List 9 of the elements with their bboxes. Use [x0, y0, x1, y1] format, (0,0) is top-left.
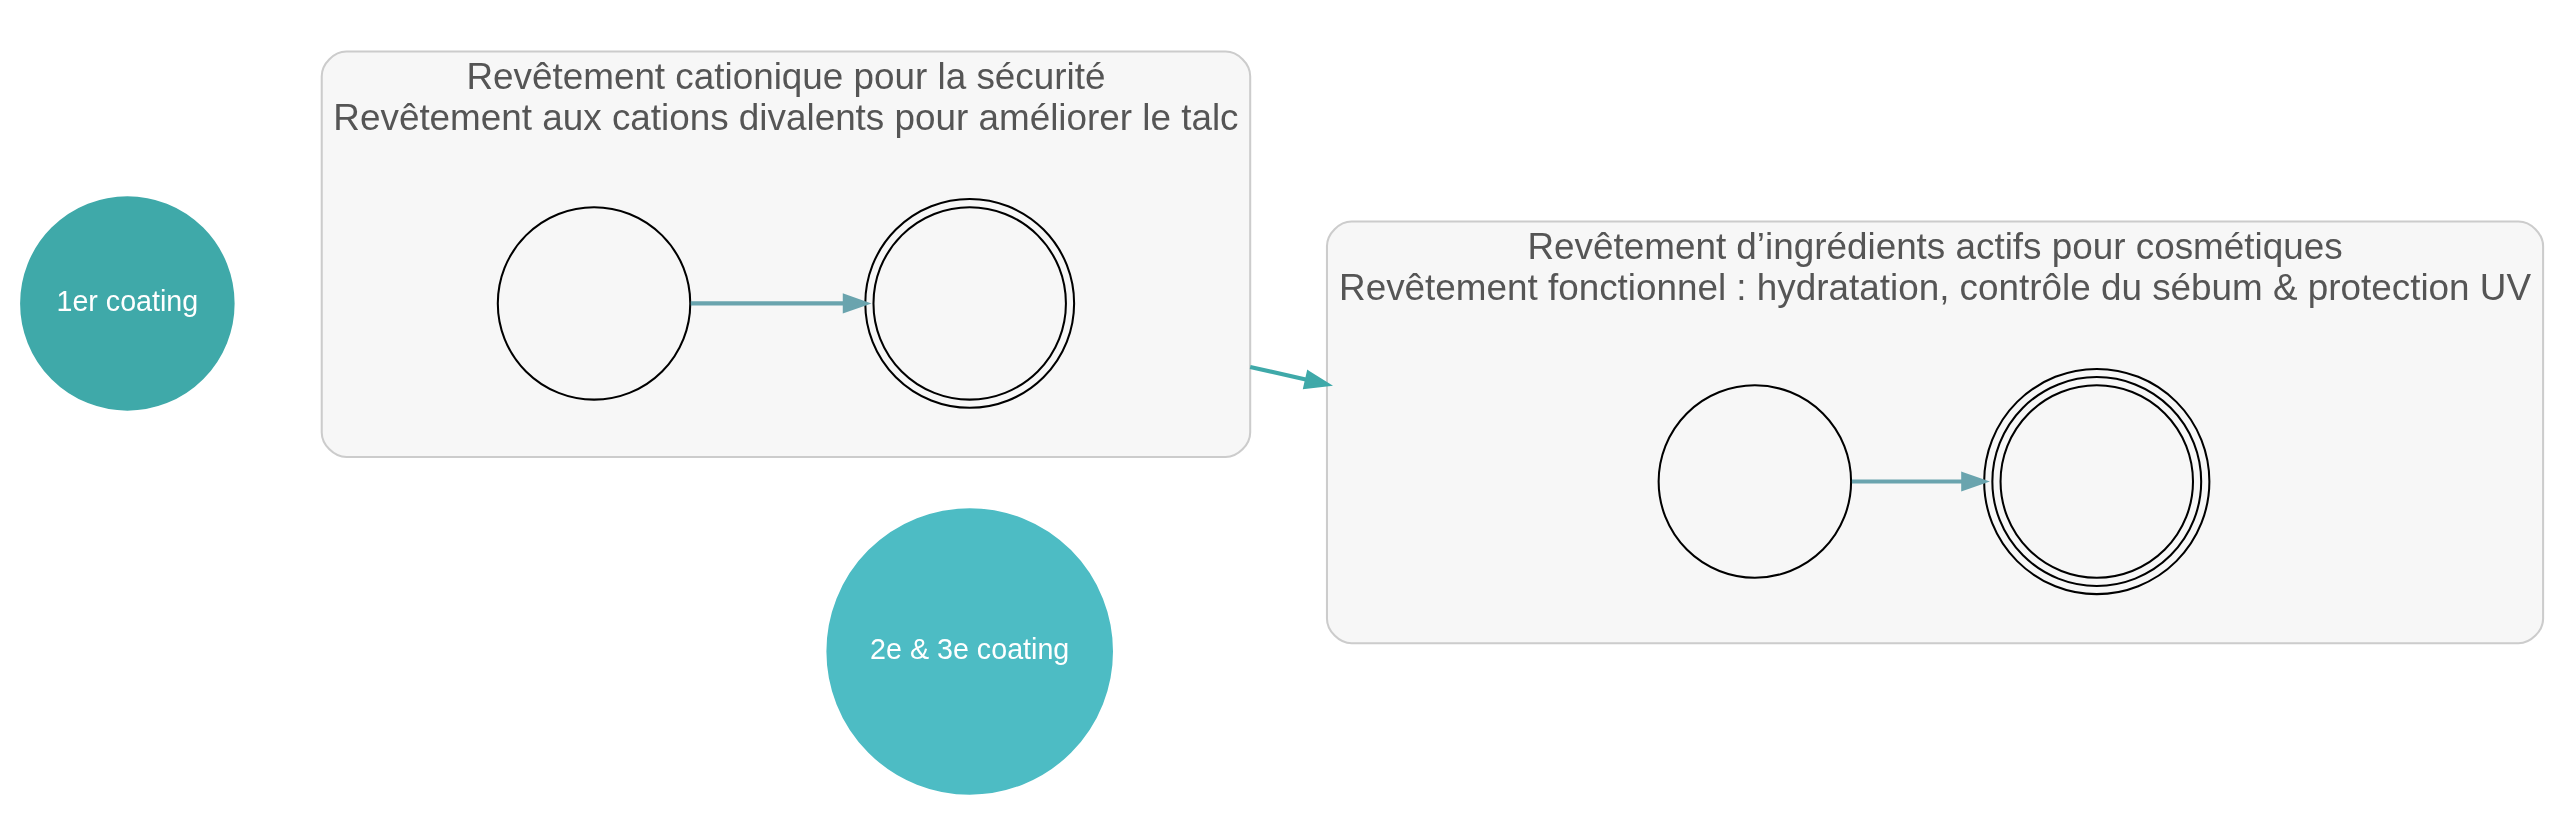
cluster: Revêtement cationique pour la sécurité Revêtement aux cations divalents pour améliorer le talc: [320, 50, 1252, 458]
node-circle: [864, 197, 1076, 409]
node-circle: [1983, 367, 2211, 596]
node-circle: [496, 206, 692, 401]
cluster: Revêtement d’ingrédients actifs pour cosmétiques Revêtement fonctionnel : hydratation, contrôle du sébum & protection UV: [1325, 220, 2545, 645]
arrow: [690, 293, 872, 314]
node-circle: [1657, 384, 1853, 579]
arrow: [1249, 364, 1333, 390]
arrow: [1851, 471, 1990, 492]
